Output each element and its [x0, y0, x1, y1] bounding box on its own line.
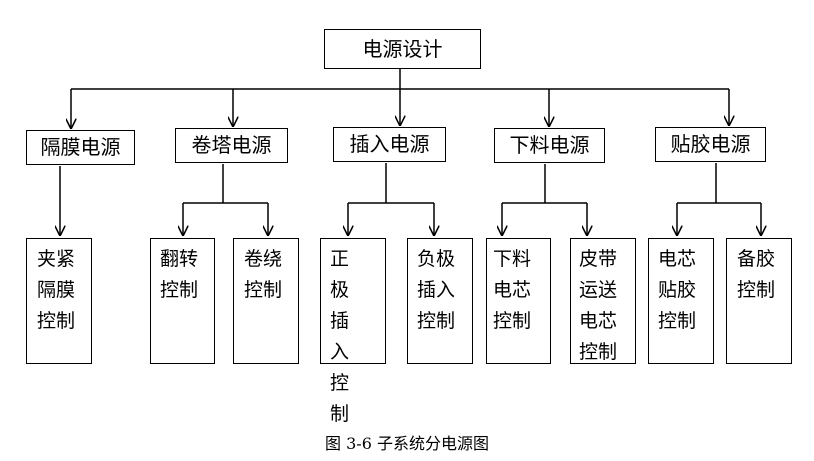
control-label-clamp-separator: 夹紧隔膜控制	[37, 248, 76, 332]
control-label-belt-transport: 皮带运送电芯控制	[579, 248, 618, 363]
power-box-insertion	[333, 127, 446, 162]
control-box-cell-taping	[648, 238, 714, 364]
control-box-positive-insert	[320, 238, 386, 364]
root-label: 电源设计	[362, 37, 443, 61]
root-box	[324, 29, 481, 69]
control-box-belt-transport	[570, 238, 636, 364]
power-box-separator	[26, 130, 135, 165]
control-box-winding	[233, 238, 299, 364]
control-label-unload-cell: 下料电芯控制	[493, 248, 532, 332]
power-box-taping	[655, 127, 766, 162]
power-label-unloading: 下料电源	[509, 133, 590, 157]
control-box-unload-cell	[486, 238, 551, 364]
control-label-cell-taping: 电芯贴胶控制	[658, 248, 697, 332]
control-label-winding: 卷绕控制	[244, 248, 283, 301]
control-label-tape-prep: 备胶控制	[737, 248, 776, 301]
power-box-winding-tower	[175, 128, 288, 163]
control-box-tape-prep	[726, 238, 792, 364]
power-box-unloading	[494, 128, 605, 163]
control-box-flip	[150, 238, 215, 364]
control-label-negative-insert: 负极插入控制	[417, 248, 456, 332]
figure-caption: 图 3-6 子系统分电源图	[325, 434, 489, 453]
power-label-insertion: 插入电源	[349, 132, 430, 156]
control-box-clamp-separator	[26, 238, 92, 364]
power-label-winding-tower: 卷塔电源	[191, 133, 272, 157]
control-label-positive-insert: 正极插入控制	[330, 248, 350, 425]
power-label-separator: 隔膜电源	[40, 135, 121, 159]
control-label-flip: 翻转控制	[160, 248, 199, 301]
control-box-negative-insert	[407, 238, 473, 364]
power-label-taping: 贴胶电源	[670, 132, 751, 156]
